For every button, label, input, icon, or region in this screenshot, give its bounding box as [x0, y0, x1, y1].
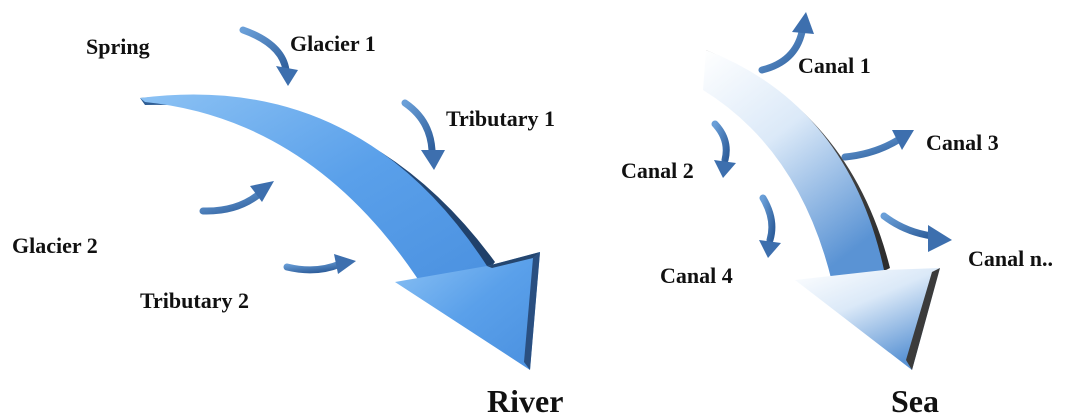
glacier-1-label: Glacier 1	[290, 31, 376, 56]
glacier-2-arrow	[199, 181, 274, 215]
canal-3-label: Canal 3	[926, 130, 999, 155]
spring-label: Spring	[86, 34, 150, 59]
canal-n-arrow	[880, 212, 952, 252]
canal-4-label: Canal 4	[660, 263, 733, 288]
tributary-2-label: Tributary 2	[140, 288, 249, 313]
glacier-1-arrow	[239, 26, 298, 86]
canal-3-arrow	[841, 130, 914, 161]
glacier-2-label: Glacier 2	[12, 233, 98, 258]
canal-1-arrow	[758, 12, 814, 74]
river-label: River	[487, 383, 564, 419]
tributary-1-label: Tributary 1	[446, 106, 555, 131]
tributary-1-arrow	[401, 99, 445, 170]
canal-1-label: Canal 1	[798, 53, 871, 78]
canal-4-arrow	[759, 194, 781, 258]
canal-2-label: Canal 2	[621, 158, 694, 183]
canal-n-label: Canal n..	[968, 246, 1053, 271]
sea-label: Sea	[891, 383, 939, 419]
river-arrow	[140, 94, 540, 370]
sea-arrow	[703, 50, 940, 370]
canal-2-arrow	[711, 120, 736, 178]
tributary-2-arrow	[283, 254, 356, 274]
